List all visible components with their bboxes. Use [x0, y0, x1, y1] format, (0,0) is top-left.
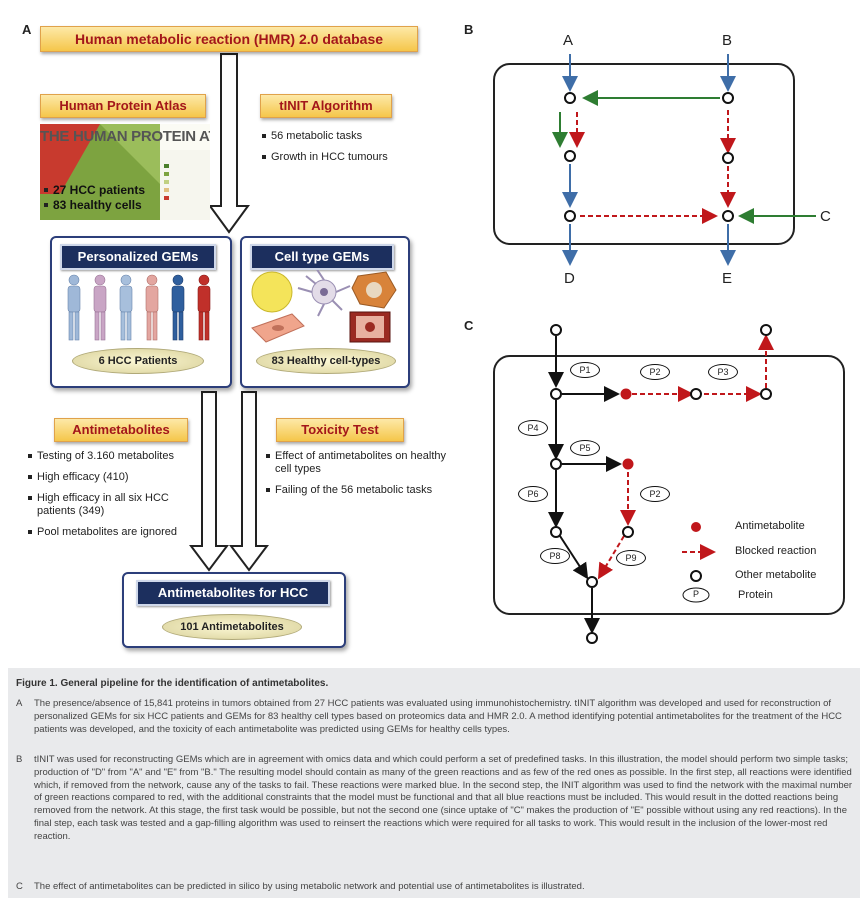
- human-figures-icon: [67, 274, 211, 341]
- protein-p3: P3: [708, 364, 738, 380]
- hpa-bullet-cells: 83 healthy cells: [44, 199, 145, 212]
- figure-caption-title: Figure 1. General pipeline for the ident…: [16, 678, 329, 689]
- tox-bullet-tasks: Failing of the 56 metabolic tasks: [266, 484, 462, 497]
- antimet-bullet-efficacy: High efficacy (410): [28, 471, 198, 484]
- node-d-label: D: [564, 270, 575, 287]
- panel-c-label: C: [464, 318, 474, 333]
- hcc-patients-oval: 6 HCC Patients: [72, 348, 204, 374]
- legend-protein-label: Protein: [738, 589, 773, 601]
- caption-key-a: A: [16, 698, 23, 709]
- protein-p4: P4: [518, 420, 548, 436]
- protein-p2: P2: [640, 364, 670, 380]
- cell-types-icon: [251, 270, 397, 343]
- legend-other-metabolite-label: Other metabolite: [735, 569, 817, 581]
- antimet-bullet-all-patients: High efficacy in all six HCC patients (3…: [28, 492, 198, 518]
- protein-p6: P6: [518, 486, 548, 502]
- personalized-gems-title: Personalized GEMs: [60, 244, 216, 270]
- legend-antimetabolite-label: Antimetabolite: [735, 520, 805, 532]
- protein-atlas-pie-graphic: [40, 124, 210, 220]
- caption-key-b: B: [16, 754, 23, 765]
- caption-text-b: tINIT was used for reconstructing GEMs w…: [34, 754, 853, 842]
- panel-a-connector-arrows: [189, 53, 269, 572]
- antimet-bullet-testing: Testing of 3.160 metabolites: [28, 450, 198, 463]
- figure-caption-background: [8, 668, 860, 898]
- legend-antimetabolite-dot: [691, 522, 701, 532]
- tinit-bullet-growth: Growth in HCC tumours: [262, 151, 442, 164]
- tinit-bullet-tasks: 56 metabolic tasks: [262, 130, 442, 143]
- panel-c-network-diagram: [493, 324, 845, 644]
- protein-p1: P1: [570, 362, 600, 378]
- antimetabolites-box: Antimetabolites: [54, 418, 188, 442]
- protein-atlas-logo-text: THE HUMAN PROTEIN ATLAS: [40, 128, 210, 145]
- node-a-label: A: [563, 32, 574, 49]
- panel-b-network-diagram: [493, 54, 816, 266]
- hmr-database-box: Human metabolic reaction (HMR) 2.0 datab…: [40, 26, 418, 52]
- protein-p5: P5: [570, 440, 600, 456]
- caption-text-a: The presence/absence of 15,841 proteins …: [34, 698, 842, 735]
- healthy-cells-oval: 83 Healthy cell-types: [256, 348, 396, 374]
- legend-other-metabolite-dot: [690, 570, 702, 582]
- caption-text-c: The effect of antimetabolites can be pre…: [34, 881, 585, 892]
- panel-b-label: B: [464, 22, 474, 37]
- cell-type-gems-title: Cell type GEMs: [250, 244, 394, 270]
- caption-key-c: C: [16, 881, 23, 892]
- legend-blocked-label: Blocked reaction: [735, 545, 817, 557]
- caption-row-a: A The presence/absence of 15,841 protein…: [16, 698, 856, 750]
- antimetabolites-hcc-title: Antimetabolites for HCC: [136, 580, 330, 606]
- legend-protein-symbol: P: [692, 589, 699, 599]
- protein-p2-lower: P2: [640, 486, 670, 502]
- hpa-bullet-patients: 27 HCC patients: [44, 184, 145, 197]
- human-protein-atlas-box: Human Protein Atlas: [40, 94, 206, 118]
- legend-protein-ellipse: [682, 587, 710, 603]
- tox-bullet-effect: Effect of antimetabolites on healthy cel…: [266, 450, 462, 476]
- panel-a-label: A: [22, 22, 32, 37]
- protein-p8: P8: [540, 548, 570, 564]
- antimetabolites-count-oval: 101 Antimetabolites: [162, 614, 302, 640]
- protein-atlas-image: THE HUMAN PROTEIN ATLAS 27 HCC patients …: [40, 124, 210, 220]
- antimet-bullet-pool: Pool metabolites are ignored: [28, 526, 198, 539]
- toxicity-test-box: Toxicity Test: [276, 418, 404, 442]
- tinit-algorithm-box: tINIT Algorithm: [260, 94, 392, 118]
- caption-row-b: B tINIT was used for reconstructing GEMs…: [16, 754, 856, 878]
- caption-row-c: C The effect of antimetabolites can be p…: [16, 881, 856, 895]
- node-c-label: C: [820, 208, 831, 225]
- node-b-label: B: [722, 32, 733, 49]
- protein-p9: P9: [616, 550, 646, 566]
- node-e-label: E: [722, 270, 733, 287]
